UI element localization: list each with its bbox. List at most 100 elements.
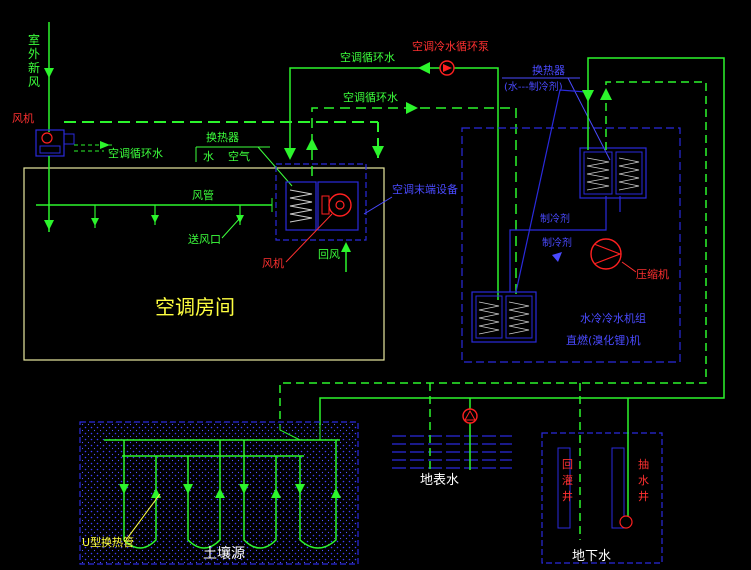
arrow-icon <box>44 220 54 230</box>
coil-zigzag <box>478 301 500 335</box>
return-well-label: 回 灌 井 <box>562 458 573 503</box>
soil-return-link <box>279 425 321 441</box>
compressor-triangle <box>593 243 622 265</box>
pumping-well-char: 水 <box>638 474 649 487</box>
coil-zigzag <box>289 189 313 223</box>
circ-water-left-label: 空调循环水 <box>108 146 163 160</box>
arrow-icon <box>552 252 562 262</box>
heat-exchanger-label: 换热器 <box>206 130 239 144</box>
arrow-icon <box>271 488 281 498</box>
arrow-icon <box>306 138 318 150</box>
arrow-icon <box>119 484 129 494</box>
fan-hub <box>335 200 345 210</box>
coil-icon <box>505 295 533 339</box>
condenser-frame <box>471 291 537 343</box>
fan-housing <box>321 195 330 215</box>
pumping-well-char: 抽 <box>638 457 649 471</box>
cooling-water-supply <box>319 57 725 425</box>
groundwater-box <box>541 432 663 564</box>
coil-icon <box>615 151 643 195</box>
arrow-icon <box>183 484 193 494</box>
arrow-icon <box>341 242 351 252</box>
hx-top-label: 换热器 <box>532 63 565 77</box>
air-duct-label: 风管 <box>192 188 214 202</box>
groundwater-label: 地下水 <box>572 549 611 564</box>
fresh-air-char: 室 <box>28 32 40 47</box>
pumping-well-char: 井 <box>638 489 649 503</box>
arrow-icon <box>295 484 305 494</box>
arrow-icon <box>406 102 418 114</box>
chiller-frame <box>461 127 681 363</box>
surface-water-label: 地表水 <box>420 473 459 488</box>
coil-icon <box>583 151 613 195</box>
pump-icon-triangle <box>443 64 452 72</box>
coil-icon <box>285 181 317 231</box>
coil-zigzag <box>586 157 610 191</box>
compressor-leader <box>621 261 637 273</box>
supply-outlet-label: 送风口 <box>188 232 221 246</box>
supply-outlet-leader <box>221 217 241 239</box>
fan-icon <box>41 132 53 144</box>
coil-zigzag <box>618 157 640 191</box>
arrow-icon <box>600 88 612 100</box>
return-well-char: 井 <box>562 489 573 503</box>
circ-water-supply-pipe <box>289 67 499 300</box>
terminal-leader <box>363 196 393 215</box>
u-tube-arrows <box>119 484 341 498</box>
pump-icon-triangle <box>464 409 476 421</box>
terminal-unit-frame <box>275 163 367 241</box>
refrigerant-line <box>515 89 587 293</box>
evaporator-frame <box>579 147 647 199</box>
room-label: 空调房间 <box>155 295 235 319</box>
hx-leader <box>257 146 293 187</box>
fresh-air-char: 外 <box>28 47 40 61</box>
compressor-label: 压缩机 <box>636 267 669 281</box>
soil-source-label: 土壤源 <box>203 545 245 562</box>
arrow-icon <box>239 484 249 494</box>
fan-left-side <box>63 133 75 145</box>
coil-zigzag <box>508 301 530 335</box>
arrow-icon <box>236 215 244 223</box>
arrow-icon <box>582 90 594 102</box>
fan-icon <box>328 193 352 217</box>
surface-water-lines <box>392 435 512 469</box>
supply-drops <box>94 205 241 228</box>
supply-arrows <box>91 215 244 226</box>
u-tube-heat-exchangers <box>123 440 337 549</box>
u-tube-label: U型换热管 <box>82 535 134 549</box>
arrow-icon <box>372 146 384 158</box>
return-well-char: 灌 <box>562 474 573 487</box>
pumping-well <box>611 447 625 529</box>
hx-air-label: 空气 <box>228 149 250 163</box>
arrow-icon <box>151 215 159 223</box>
refrigerant-label-2: 制冷剂 <box>542 236 572 249</box>
arrow-icon <box>100 141 110 149</box>
compressor-icon <box>590 238 622 270</box>
arrow-icon <box>418 62 430 74</box>
fan-unit-label: 风机 <box>262 256 284 270</box>
arrow-icon <box>284 148 296 160</box>
circ-water-top-label: 空调循环水 <box>340 50 395 64</box>
cooling-water-return <box>279 81 707 425</box>
pumping-well-label: 抽 水 井 <box>638 457 649 503</box>
terminal-label: 空调末端设备 <box>392 182 458 196</box>
u-tube-leader <box>125 493 161 541</box>
hx-top-sub-label: (水---制冷剂) <box>504 80 563 93</box>
hx-water-label: 水 <box>203 150 214 163</box>
fresh-air-char: 风 <box>28 75 40 89</box>
refrigerant-line <box>509 196 607 292</box>
arrow-icon <box>91 218 99 226</box>
return-well <box>557 447 571 529</box>
fan-left-label: 风机 <box>12 111 34 125</box>
return-well-char: 回 <box>562 458 573 471</box>
fan-unit-leader <box>285 213 333 263</box>
chiller-label-2: 直燃(溴化锂)机 <box>566 333 641 347</box>
arrow-icon <box>44 68 54 78</box>
circ-water-mid-label: 空调循环水 <box>343 90 398 104</box>
fresh-air-char: 新 <box>28 60 40 75</box>
pump-top-label: 空调冷水循环泵 <box>412 39 489 53</box>
pump-icon <box>619 515 633 529</box>
fan-unit-box <box>317 181 359 231</box>
fan-left-inner <box>39 145 61 154</box>
